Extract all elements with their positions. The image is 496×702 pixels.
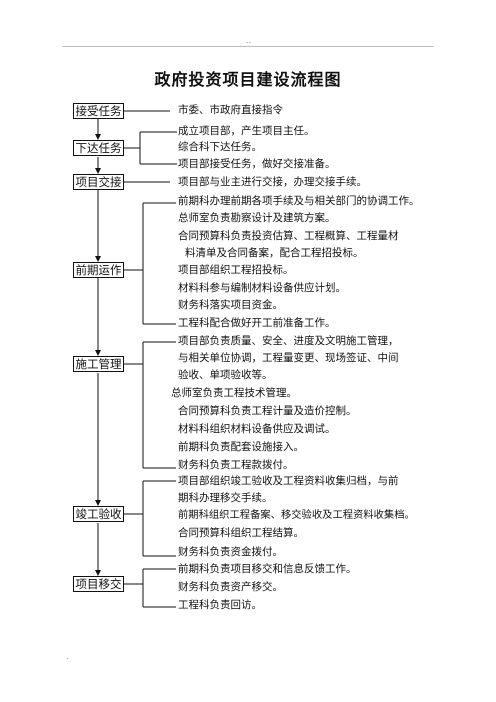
task-line: 项目部组织竣工验收及工程资料收集归档，与前 [178, 475, 399, 487]
footer-mark: . [66, 652, 69, 661]
task-line: 前期科办理前期各项手续及与相关部门的协调工作。 [178, 195, 420, 207]
stage-completion-acceptance: 竣工验收 [73, 506, 124, 522]
task-line: 财务科负责工程款拨付。 [178, 459, 294, 471]
page-title: 政府投资项目建设流程图 [154, 70, 342, 89]
bracket-stage-6 [124, 480, 176, 557]
task-line: 财务科负责资金拨付。 [178, 546, 283, 558]
task-line: 前期科负责配套设施接入。 [178, 441, 304, 453]
task-line: 综合科下达任务。 [178, 141, 262, 153]
task-line: 项目部与业主进行交接，办理交接手续。 [178, 176, 367, 188]
bracket-stage-5 [124, 341, 176, 469]
stage-assign-task: 下达任务 [73, 140, 124, 156]
task-line: 工程科负责回访。 [178, 599, 262, 611]
task-line: 合同预算科负责工程计量及造价控制。 [178, 405, 357, 417]
bracket-stage-2 [124, 131, 177, 165]
task-line: 材料科参与编制材料设备供应计划。 [178, 282, 346, 294]
task-line: 项目部接受任务，做好交接准备。 [178, 158, 336, 170]
stage-construction-management: 施工管理 [73, 356, 124, 372]
task-line: 与相关单位协调，工程量变更、现场签证、中间 [178, 352, 399, 364]
bracket-stage-7 [124, 568, 176, 608]
task-line: 合同预算科负责投资估算、工程概算、工程量材 [178, 230, 399, 242]
task-line: 前期科组织工程备案、移交验收及工程资料收集档。 [178, 509, 415, 521]
task-line: 工程科配合做好开工前准备工作。 [178, 317, 336, 329]
header-rule [62, 46, 434, 47]
task-line: 材料科组织材料设备供应及调试。 [178, 423, 336, 435]
task-line: 总师室负责勘察设计及建筑方案。 [178, 212, 336, 224]
task-line: 料清单及合同备案，配合工程招投标。 [185, 247, 364, 259]
task-line: 项目部组织工程招投标。 [178, 264, 294, 276]
stage-accept-task: 接受任务 [73, 103, 124, 119]
stage-preliminary-operation: 前期运作 [73, 262, 124, 278]
task-line: 合同预算科组织工程结算。 [178, 527, 304, 539]
task-line: 财务科负责资产移交。 [178, 581, 283, 593]
task-line: 期科办理移交手续。 [178, 492, 273, 504]
task-line: 前期科负责项目移交和信息反馈工作。 [178, 563, 357, 575]
stage-project-transfer: 项目移交 [73, 576, 124, 592]
task-line: 验收、单项验收等。 [178, 369, 273, 381]
header-mark: .. [246, 36, 252, 45]
task-line: 市委、市政府直接指令 [178, 104, 283, 116]
task-line: 财务科落实项目资金。 [178, 299, 283, 311]
bracket-stage-4 [124, 202, 176, 325]
task-line: 总师室负责工程技术管理。 [171, 387, 297, 399]
task-line: 成立项目部，产生项目主任。 [178, 125, 315, 137]
stage-project-handover: 项目交接 [73, 174, 124, 190]
task-line: 项目部负责质量、安全、进度及文明施工管理， [178, 335, 399, 347]
